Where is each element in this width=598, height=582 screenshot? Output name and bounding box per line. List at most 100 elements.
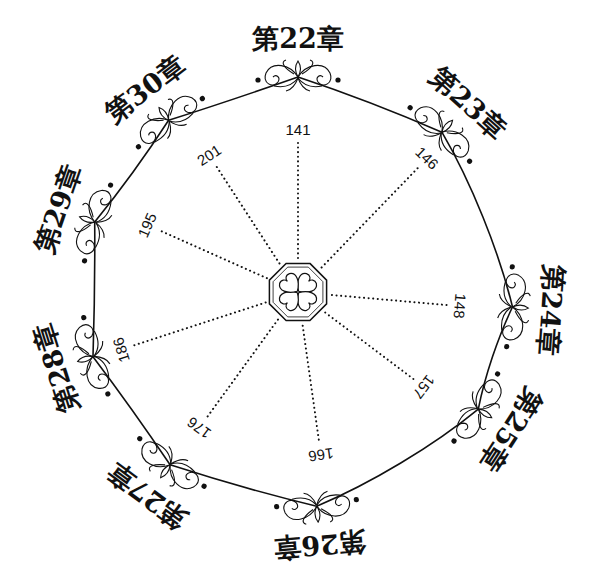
flourish-stroke [88, 222, 104, 248]
flourish-stroke [87, 331, 103, 357]
flourish-stroke [74, 220, 91, 235]
flourish-stroke [316, 495, 350, 517]
flourish-stroke [159, 463, 172, 479]
dot [509, 264, 515, 270]
dotted-spoke [332, 295, 448, 305]
flourish-stroke [477, 407, 493, 420]
page-number: 141 [285, 122, 310, 137]
scalloped-frame [93, 77, 513, 506]
flourish-stroke [447, 122, 464, 140]
flourish-stroke [460, 401, 477, 418]
chapter-label: 第24章 [535, 263, 568, 356]
dot [81, 257, 88, 264]
flourish-stroke [96, 211, 112, 227]
dot [406, 104, 413, 111]
heart-petal [277, 271, 304, 298]
flourish-stroke [467, 391, 484, 408]
flourish-stroke [147, 109, 164, 127]
flourish-stroke [283, 60, 294, 74]
flourish-stroke [72, 343, 89, 358]
flourish-stroke [161, 446, 178, 464]
flourish-stroke [432, 133, 450, 151]
flourish-stroke [316, 494, 341, 505]
flourish-stroke [286, 78, 298, 91]
flourish-stroke [92, 222, 108, 238]
dot [199, 95, 206, 102]
chapter-label: 第22章 [252, 25, 344, 52]
dot [200, 483, 207, 490]
dot [136, 435, 143, 442]
dot [81, 314, 88, 321]
dot [450, 437, 457, 444]
flourish [496, 264, 533, 351]
page-number: 186 [110, 335, 132, 363]
flourish-stroke [512, 305, 528, 311]
clover-leaf [277, 271, 304, 298]
flourish-stroke [292, 496, 317, 507]
page-number: 148 [452, 293, 469, 319]
dotted-spoke [303, 326, 320, 443]
flourish-stroke [169, 107, 193, 128]
flourish-stroke [433, 110, 450, 128]
flourish-stroke [296, 61, 301, 77]
dot [494, 370, 501, 377]
dot [354, 497, 360, 503]
flourish-stroke [302, 60, 313, 74]
dot [504, 344, 510, 350]
page-number: 195 [135, 210, 159, 239]
dot [255, 77, 260, 82]
dot [107, 182, 114, 189]
frame-line [93, 77, 513, 506]
center-octagon [269, 263, 326, 320]
flourish [255, 60, 340, 91]
chapter-label: 第28章 [29, 321, 82, 416]
octagon [269, 263, 326, 320]
dotted-spoke [134, 303, 266, 346]
flourish-stroke [302, 510, 314, 525]
flourish-stroke [162, 98, 179, 116]
flourish-stroke [78, 361, 95, 376]
chapter-label: 第30章 [100, 51, 189, 128]
dotted-spoke [216, 166, 279, 263]
dot [105, 391, 112, 398]
dotted-spoke [297, 142, 299, 258]
dot [335, 77, 340, 82]
page-number: 166 [308, 446, 335, 464]
flourish-stroke [473, 414, 491, 431]
flourish-stroke [163, 470, 180, 488]
flourish-stroke [321, 508, 333, 523]
chapter-label: 第27章 [102, 458, 192, 534]
dotted-spokes [134, 142, 448, 443]
flourish-stroke [171, 454, 188, 472]
flourish [273, 489, 361, 527]
chapter-label: 第26章 [273, 528, 367, 563]
dotted-spoke [159, 230, 267, 278]
chapter-label: 第23章 [425, 63, 511, 144]
flourish-stroke [298, 78, 310, 91]
page-number: 157 [411, 373, 438, 402]
flourish-stroke [514, 311, 529, 323]
dotted-spoke [207, 320, 278, 418]
flourish-stroke [498, 306, 512, 319]
flourish-stroke [314, 506, 320, 522]
dot [274, 504, 280, 510]
page-number: 201 [195, 142, 224, 168]
flourish-stroke [80, 202, 97, 217]
flourish-stroke [499, 294, 513, 307]
flourish-stroke [157, 106, 170, 122]
flourish-stroke [169, 114, 186, 132]
dot [135, 143, 142, 150]
flourish-stroke [501, 306, 511, 331]
flourish-stroke [148, 458, 165, 476]
octagon-inner [273, 267, 323, 317]
flourish-stroke [90, 341, 106, 356]
flourish-stroke [171, 457, 195, 478]
flourish-stroke [424, 125, 442, 143]
flourish-stroke [316, 491, 329, 505]
chapter-label: 第29章 [30, 162, 85, 257]
flourish-stroke [502, 306, 524, 340]
dot [466, 158, 473, 165]
page-number: 176 [185, 414, 214, 441]
